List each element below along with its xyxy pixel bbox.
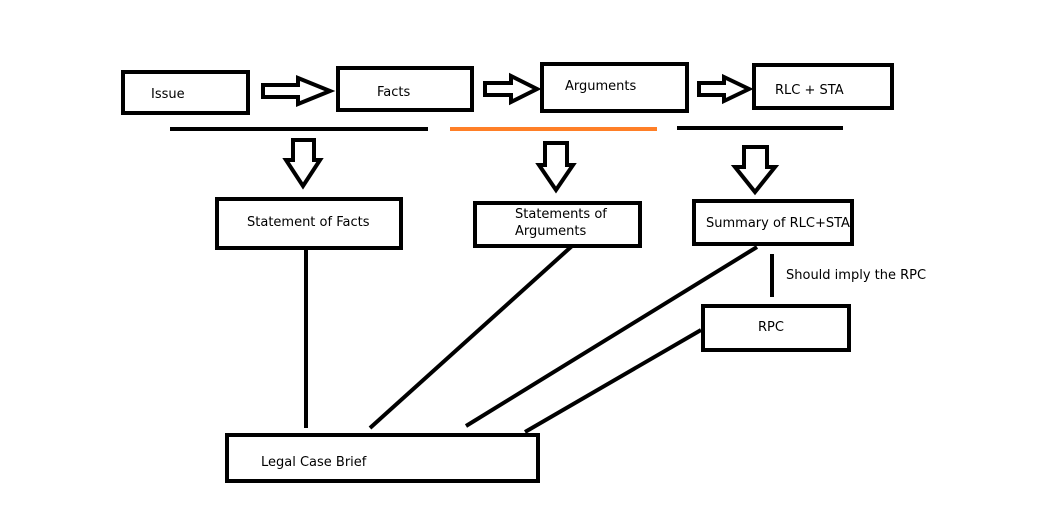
connector-summary-to-brief	[464, 245, 759, 428]
node-legal-case-brief: Legal Case Brief	[225, 433, 540, 483]
node-issue-label: Issue	[151, 87, 185, 102]
node-rlc-sta-label: RLC + STA	[775, 83, 844, 98]
node-rlc-sta: RLC + STA	[752, 63, 894, 110]
node-summary-rlc-sta-label: Summary of RLC+STA	[706, 216, 850, 231]
node-facts: Facts	[336, 66, 474, 112]
node-summary-rlc-sta: Summary of RLC+STA	[692, 199, 854, 246]
node-arguments: Arguments	[540, 62, 689, 113]
node-statements-of-arguments-label: Statements of Arguments	[515, 207, 607, 239]
node-issue: Issue	[121, 70, 250, 115]
node-legal-case-brief-label: Legal Case Brief	[261, 455, 367, 470]
node-facts-label: Facts	[377, 85, 411, 100]
arrow-arguments-to-rlc-icon	[697, 73, 754, 105]
node-rpc-label: RPC	[758, 320, 784, 335]
node-rpc: RPC	[701, 304, 851, 352]
node-arguments-label: Arguments	[565, 79, 637, 94]
arrow-facts-to-arguments-icon	[483, 72, 542, 106]
arrow-down-to-statements-of-arguments-icon	[535, 141, 577, 194]
node-statement-of-facts: Statement of Facts	[215, 197, 403, 250]
arrow-down-to-statement-of-facts-icon	[282, 138, 324, 190]
connector-rpc-to-brief	[523, 328, 703, 434]
connector-statements-of-arguments-to-brief	[368, 244, 574, 430]
arrow-down-to-summary-icon	[730, 145, 780, 196]
node-statement-of-facts-label: Statement of Facts	[247, 215, 370, 230]
arrow-issue-to-facts-icon	[261, 75, 336, 107]
node-statements-of-arguments: Statements of Arguments	[473, 201, 642, 248]
edge-label-implies-rpc: Should imply the RPC	[786, 268, 927, 283]
